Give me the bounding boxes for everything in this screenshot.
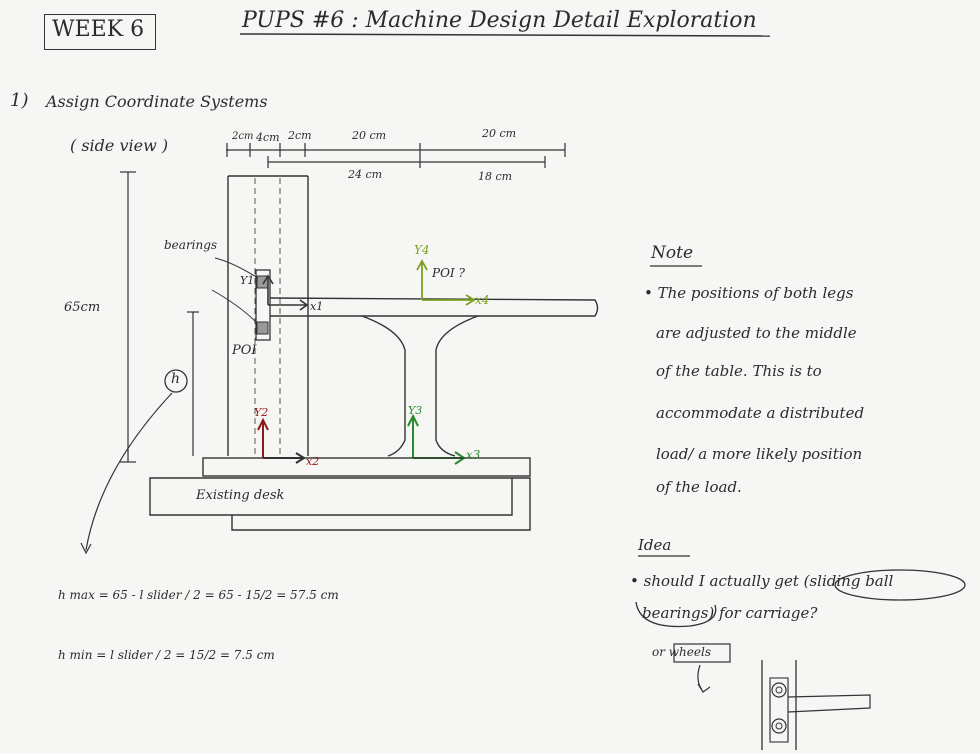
h-label: h	[171, 371, 181, 387]
idea-title: Idea	[638, 536, 672, 554]
dim-4cm: 4cm	[256, 131, 280, 144]
note-line-1: • The positions of both legs	[644, 284, 854, 302]
dim-2cm-b: 2cm	[288, 129, 312, 142]
view-label: ( side view )	[70, 136, 169, 155]
note-line-5: load/ a more likely position	[656, 445, 863, 463]
poi-right-label: POI ?	[432, 266, 465, 280]
note-line-2: are adjusted to the middle	[656, 324, 857, 342]
desk-label: Existing desk	[196, 488, 285, 503]
x1-label: x1	[310, 300, 324, 313]
y1-label: Y1	[240, 274, 255, 287]
x4-label: x4	[475, 293, 490, 307]
note-line-6: of the load.	[656, 478, 742, 496]
y2-label: Y2	[254, 406, 269, 419]
week-label: WEEK 6	[52, 17, 145, 42]
bearings-label: bearings	[164, 238, 218, 252]
idea-line-1: • should I actually get (sliding ball	[630, 572, 894, 590]
section-number: 1)	[10, 90, 29, 111]
note-line-4: accommodate a distributed	[656, 404, 865, 422]
note-line-3: of the table. This is to	[656, 362, 822, 380]
hmax-equation: h max = 65 - l slider / 2 = 65 - 15/2 = …	[58, 588, 339, 602]
dim-20cm-a: 20 cm	[352, 129, 387, 142]
x2-label: x2	[306, 455, 320, 468]
idea-alt: or wheels	[652, 645, 711, 659]
dim-2cm-a: 2cm	[232, 131, 254, 142]
week-box	[44, 14, 156, 50]
poi-left-label: POI	[232, 343, 257, 358]
dim-18cm: 18 cm	[478, 170, 513, 183]
dim-24cm: 24 cm	[348, 168, 383, 181]
y3-label: Y3	[408, 404, 423, 417]
dim-20cm-b: 20 cm	[482, 127, 517, 140]
x3-label: x3	[466, 448, 481, 462]
hmin-equation: h min = l slider / 2 = 15/2 = 7.5 cm	[58, 648, 275, 662]
y4-label: Y4	[414, 243, 430, 257]
idea-line-2: bearings) for carriage?	[642, 604, 818, 622]
page-title: PUPS #6 : Machine Design Detail Explorat…	[242, 8, 757, 33]
dim-65cm: 65cm	[64, 300, 101, 315]
note-title: Note	[651, 243, 694, 263]
section-heading: Assign Coordinate Systems	[46, 92, 268, 111]
